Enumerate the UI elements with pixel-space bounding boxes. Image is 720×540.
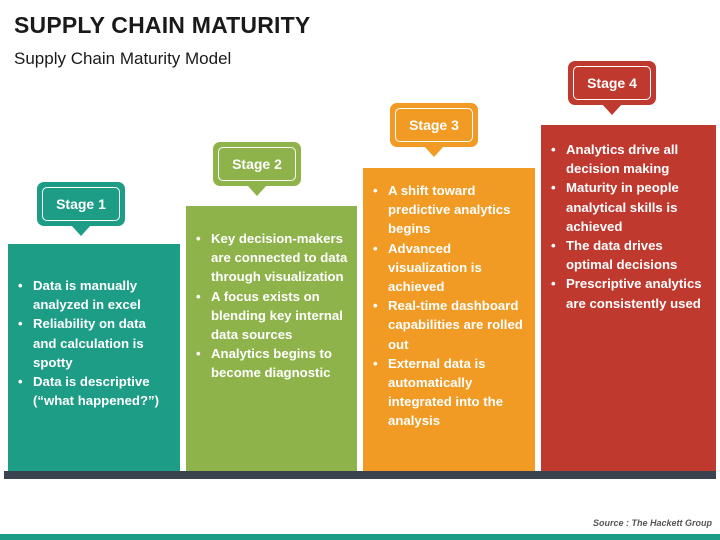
footer-accent-bar <box>0 534 720 540</box>
stage-1-bullet: Reliability on data and calculation is s… <box>18 314 172 372</box>
stage-1-bullet: Data is manually analyzed in excel <box>18 276 172 314</box>
page-subtitle: Supply Chain Maturity Model <box>14 49 232 68</box>
stage-1-column: Data is manually analyzed in excel Relia… <box>8 244 180 471</box>
stage-4-pointer <box>602 104 622 115</box>
stage-3-label: Stage 3 <box>395 108 473 142</box>
stage-1-bullet: Data is descriptive (“what happened?”) <box>18 372 172 410</box>
stage-1-pointer <box>71 225 91 236</box>
stage-2-badge: Stage 2 <box>213 142 301 196</box>
stage-4-bullet: The data drives optimal decisions <box>551 236 708 274</box>
stage-3-bullet: A shift toward predictive analytics begi… <box>373 181 527 239</box>
stage-3-badge: Stage 3 <box>390 103 478 157</box>
stage-3-bullet: Real-time dashboard capabilities are rol… <box>373 296 527 354</box>
stage-3-bullet: Advanced visualization is achieved <box>373 239 527 297</box>
stage-2-bullet: Analytics begins to become diagnostic <box>196 344 349 382</box>
stage-2-bullet: A focus exists on blending key internal … <box>196 287 349 345</box>
stage-4-column: Analytics drive all decision making Matu… <box>541 125 716 471</box>
stage-2-bullets: Key decision-makers are connected to dat… <box>196 229 349 383</box>
stage-4-bullets: Analytics drive all decision making Matu… <box>551 140 708 313</box>
stage-2-pointer <box>247 185 267 196</box>
stage-3-column: A shift toward predictive analytics begi… <box>363 168 535 471</box>
stage-4-bullet: Analytics drive all decision making <box>551 140 708 178</box>
stage-1-label: Stage 1 <box>42 187 120 221</box>
stage-2-bullet: Key decision-makers are connected to dat… <box>196 229 349 287</box>
stage-3-bullets: A shift toward predictive analytics begi… <box>373 181 527 431</box>
stage-4-label: Stage 4 <box>573 66 651 100</box>
stage-2-label: Stage 2 <box>218 147 296 181</box>
stage-3-bullet: External data is automatically integrate… <box>373 354 527 431</box>
source-credit: Source : The Hackett Group <box>592 518 712 528</box>
stage-1-badge: Stage 1 <box>37 182 125 236</box>
stage-3-pointer <box>424 146 444 157</box>
stage-1-bullets: Data is manually analyzed in excel Relia… <box>18 276 172 410</box>
page-title: SUPPLY CHAIN MATURITY <box>14 12 311 38</box>
baseline-bar <box>4 471 716 479</box>
stage-4-bullet: Prescriptive analytics are consistently … <box>551 274 708 312</box>
stage-4-badge: Stage 4 <box>568 61 656 115</box>
stage-2-column: Key decision-makers are connected to dat… <box>186 206 357 471</box>
stage-4-bullet: Maturity in people analytical skills is … <box>551 178 708 236</box>
